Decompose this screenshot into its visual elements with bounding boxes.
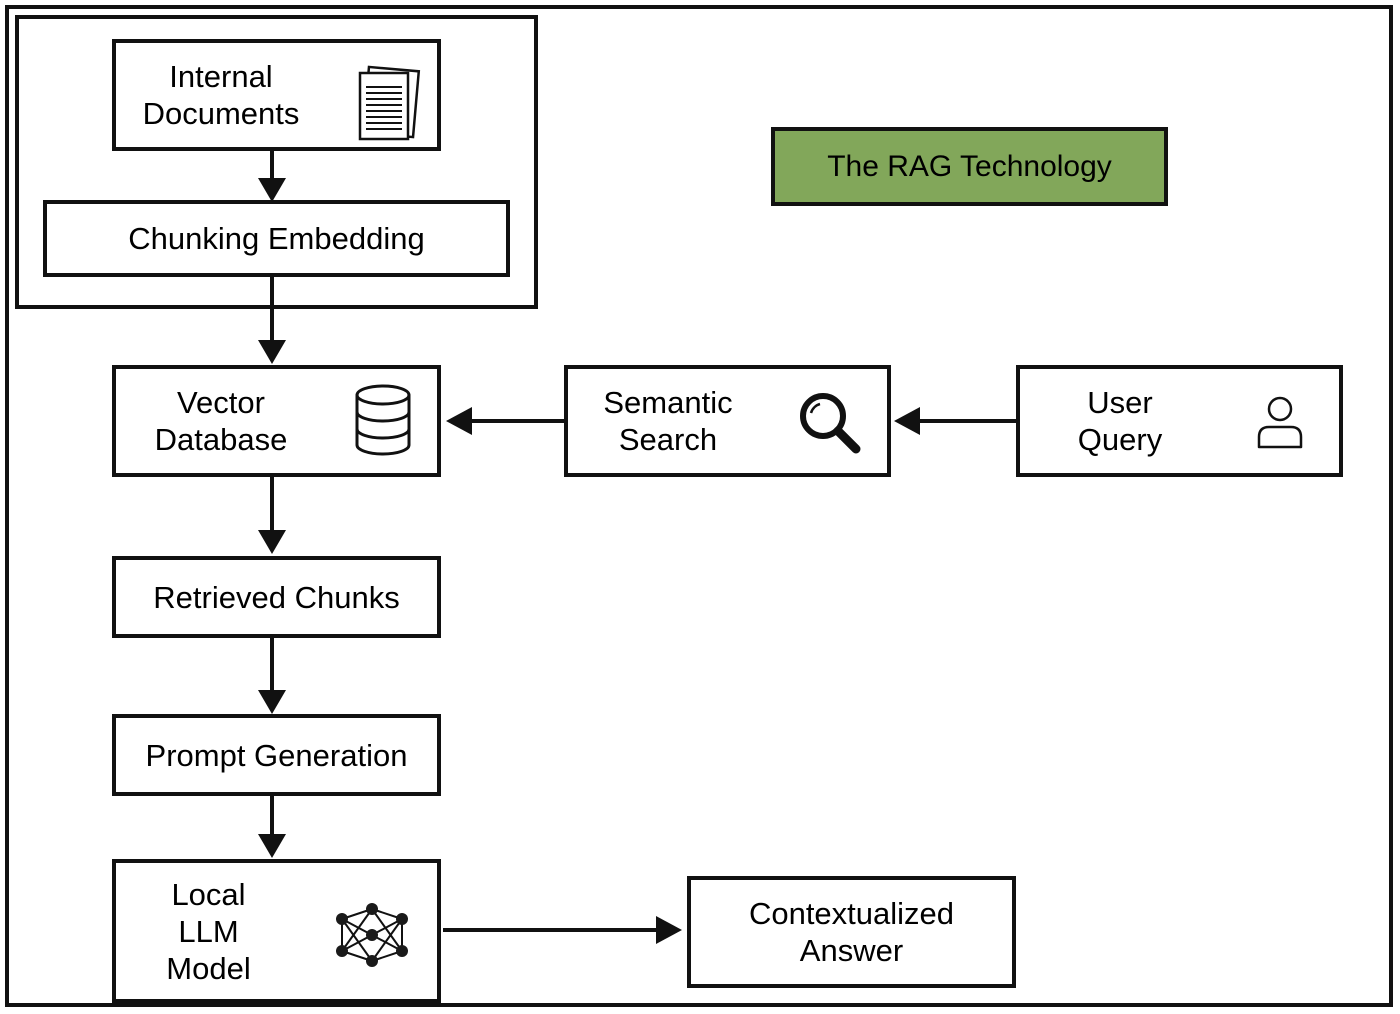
arrowhead	[258, 340, 286, 364]
magnifier-icon	[800, 393, 861, 454]
node-label: Local LLM Model	[166, 876, 251, 986]
database-icon	[355, 384, 411, 456]
node-internal-documents: Internal Documents	[112, 39, 441, 151]
node-label: Internal Documents	[142, 59, 300, 131]
node-vector-database: Vector Database	[112, 365, 441, 477]
arrowhead	[258, 530, 286, 554]
arrowhead	[258, 690, 286, 714]
outer-frame	[5, 5, 1393, 1007]
ingestion-group	[15, 15, 538, 309]
node-label: Contextualized Answer	[748, 896, 955, 968]
node-label: Retrieved Chunks	[153, 579, 400, 615]
node-label: Prompt Generation	[145, 737, 408, 773]
arrowhead	[894, 407, 920, 435]
node-label: Chunking Embedding	[128, 221, 425, 256]
node-user-query: User Query	[1016, 365, 1343, 477]
arrowhead	[258, 834, 286, 858]
node-contextualized-answer: Contextualized Answer	[687, 876, 1016, 988]
node-chunking-embedding: Chunking Embedding	[43, 200, 510, 277]
user-icon	[1257, 396, 1303, 449]
node-prompt-generation: Prompt Generation	[112, 714, 441, 796]
arrowhead	[656, 916, 682, 944]
document-icon	[358, 65, 421, 141]
title-box: The RAG Technology	[771, 127, 1168, 206]
diagram-title: The RAG Technology	[827, 149, 1112, 183]
arrowhead	[258, 178, 286, 202]
node-local-llm-model: Local LLM Model	[112, 859, 441, 1003]
node-label: Semantic Search	[603, 385, 733, 457]
neural-network-icon	[336, 903, 408, 967]
node-semantic-search: Semantic Search	[564, 365, 891, 477]
arrowhead	[446, 407, 472, 435]
node-label: Vector Database	[154, 385, 288, 457]
node-label: User Query	[1077, 385, 1163, 457]
node-retrieved-chunks: Retrieved Chunks	[112, 556, 441, 638]
